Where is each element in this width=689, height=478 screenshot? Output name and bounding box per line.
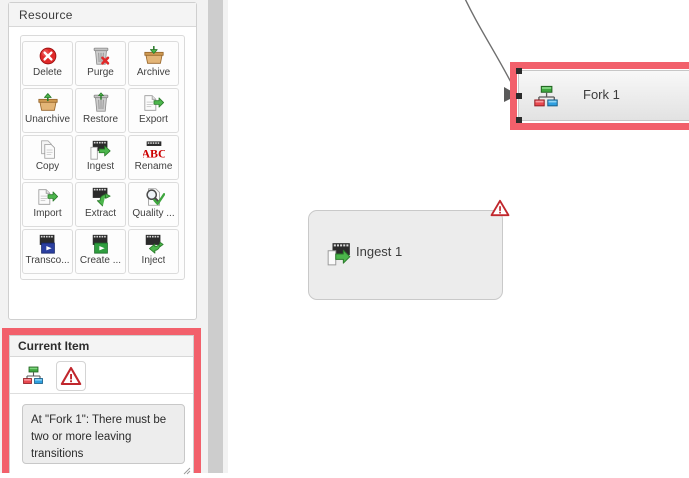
palette-button-label: Import	[33, 208, 62, 219]
archive-icon	[143, 45, 165, 67]
fork-node-highlight-box	[510, 62, 689, 130]
rename-icon: ABC	[141, 139, 166, 161]
selection-handle[interactable]	[516, 68, 522, 74]
dock-scrollbar-thumb[interactable]	[208, 0, 223, 473]
palette-button-label: Restore	[82, 114, 118, 125]
export-icon	[143, 92, 165, 114]
palette-button-label: Extract	[84, 208, 117, 219]
purge-icon	[90, 45, 112, 67]
current-item-highlight-box	[2, 328, 201, 473]
current-item-tabstrip	[10, 357, 193, 394]
import-icon	[37, 186, 59, 208]
dock-scrollbar-track[interactable]	[208, 0, 223, 473]
palette-button-unarchive[interactable]: Unarchive	[22, 88, 73, 133]
current-item-title: Current Item	[10, 336, 193, 357]
extract-icon	[90, 186, 112, 208]
palette-button-inject[interactable]: Inject	[128, 229, 179, 274]
selection-handle[interactable]	[516, 117, 522, 123]
fork-node-label: Fork 1	[583, 87, 620, 102]
dock-splitter[interactable]	[206, 0, 228, 473]
palette-button-purge[interactable]: Purge	[75, 41, 126, 86]
create-icon	[90, 233, 112, 255]
palette-button-label: Unarchive	[24, 114, 71, 125]
unarchive-icon	[37, 92, 59, 114]
restore-icon	[90, 92, 112, 114]
problem-message[interactable]: At "Fork 1": There must be two or more l…	[22, 404, 185, 464]
ingest-icon	[326, 241, 352, 270]
palette-button-label: Quality ...	[132, 208, 175, 219]
palette-button-label: Export	[139, 114, 168, 125]
palette-button-import[interactable]: Import	[22, 182, 73, 227]
warning-icon	[490, 199, 510, 217]
palette-button-quality[interactable]: Quality ...	[128, 182, 179, 227]
inject-icon	[143, 233, 165, 255]
ingest-node[interactable]: Ingest 1	[308, 199, 510, 300]
palette-button-label: Copy	[35, 161, 60, 172]
workflow-canvas[interactable]: Fork 1	[228, 0, 689, 473]
problems-tab[interactable]	[56, 361, 86, 391]
palette-button-label: Transco...	[25, 255, 70, 266]
copy-icon	[37, 139, 59, 161]
resize-grip-icon[interactable]	[183, 464, 191, 475]
palette-button-label: Rename	[134, 161, 173, 172]
fork-icon	[22, 365, 44, 387]
palette-button-create[interactable]: Create ...	[75, 229, 126, 274]
palette-button-archive[interactable]: Archive	[128, 41, 179, 86]
palette-button-rename[interactable]: ABCRename	[128, 135, 179, 180]
ingest-node-label: Ingest 1	[356, 244, 403, 259]
palette-button-copy[interactable]: Copy	[22, 135, 73, 180]
selection-handle[interactable]	[516, 92, 522, 99]
palette-button-label: Create ...	[79, 255, 122, 266]
palette-button-label: Purge	[87, 67, 114, 78]
fork-icon	[533, 84, 559, 113]
warning-icon	[60, 365, 82, 387]
resource-panel-title: Resource	[9, 3, 196, 27]
transcode-icon	[37, 233, 59, 255]
palette-button-ingest[interactable]: Ingest	[75, 135, 126, 180]
delete-icon	[37, 45, 59, 67]
incoming-transition-line	[464, 0, 517, 93]
palette-button-extract[interactable]: Extract	[75, 182, 126, 227]
quality-icon	[143, 186, 165, 208]
fork-node[interactable]: Fork 1	[516, 68, 689, 123]
current-item-panel: Current Item	[9, 335, 194, 475]
palette-button-transco[interactable]: Transco...	[22, 229, 73, 274]
palette-button-restore[interactable]: Restore	[75, 88, 126, 133]
properties-tab[interactable]	[18, 361, 48, 391]
palette-button-delete[interactable]: Delete	[22, 41, 73, 86]
ingest-icon	[90, 139, 112, 161]
palette-button-export[interactable]: Export	[128, 88, 179, 133]
palette-button-label: Archive	[136, 67, 171, 78]
palette-button-label: Inject	[141, 255, 166, 266]
palette-button-label: Delete	[33, 67, 62, 78]
palette-button-label: Ingest	[86, 161, 115, 172]
svg-text:ABC: ABC	[143, 146, 165, 160]
